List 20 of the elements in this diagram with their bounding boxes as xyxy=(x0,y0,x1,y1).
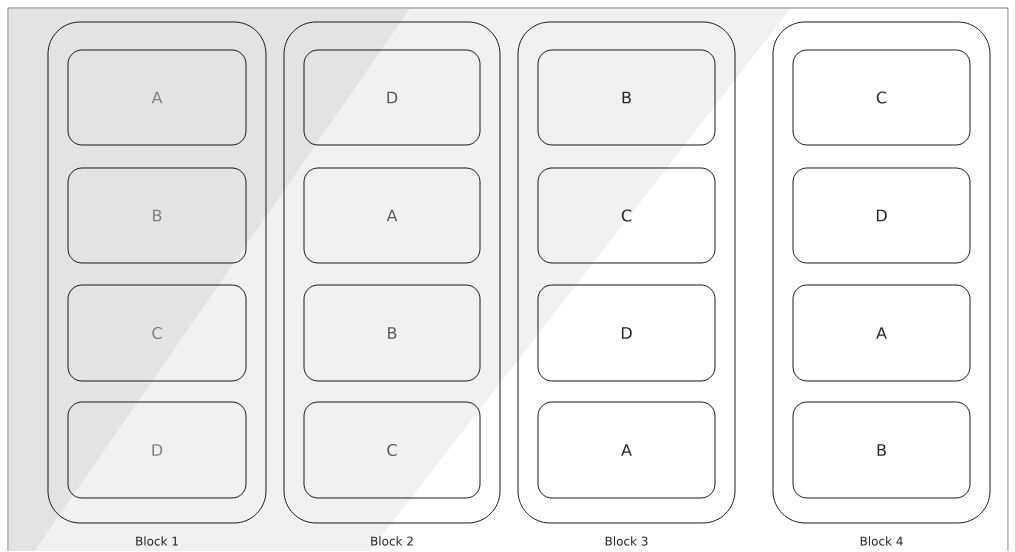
item-box: C xyxy=(67,284,247,382)
item-box: B xyxy=(67,167,247,264)
item-box: A xyxy=(67,49,247,146)
item-box: D xyxy=(537,284,716,382)
item-box: B xyxy=(537,49,716,146)
item-box: A xyxy=(537,401,716,499)
item-box: D xyxy=(67,401,247,499)
item-box: D xyxy=(303,49,481,146)
item-box: A xyxy=(303,167,481,264)
item-box: B xyxy=(792,401,971,499)
block-label: Block 1 xyxy=(136,536,178,546)
item-box: C xyxy=(537,167,716,264)
item-box: C xyxy=(303,401,481,499)
block-label: Block 2 xyxy=(371,536,413,546)
item-box: A xyxy=(792,284,971,382)
item-box: C xyxy=(792,49,971,146)
block-label: Block 3 xyxy=(605,536,648,546)
item-box: B xyxy=(303,284,481,382)
block-label: Block 4 xyxy=(860,536,903,546)
item-box: D xyxy=(792,167,971,264)
